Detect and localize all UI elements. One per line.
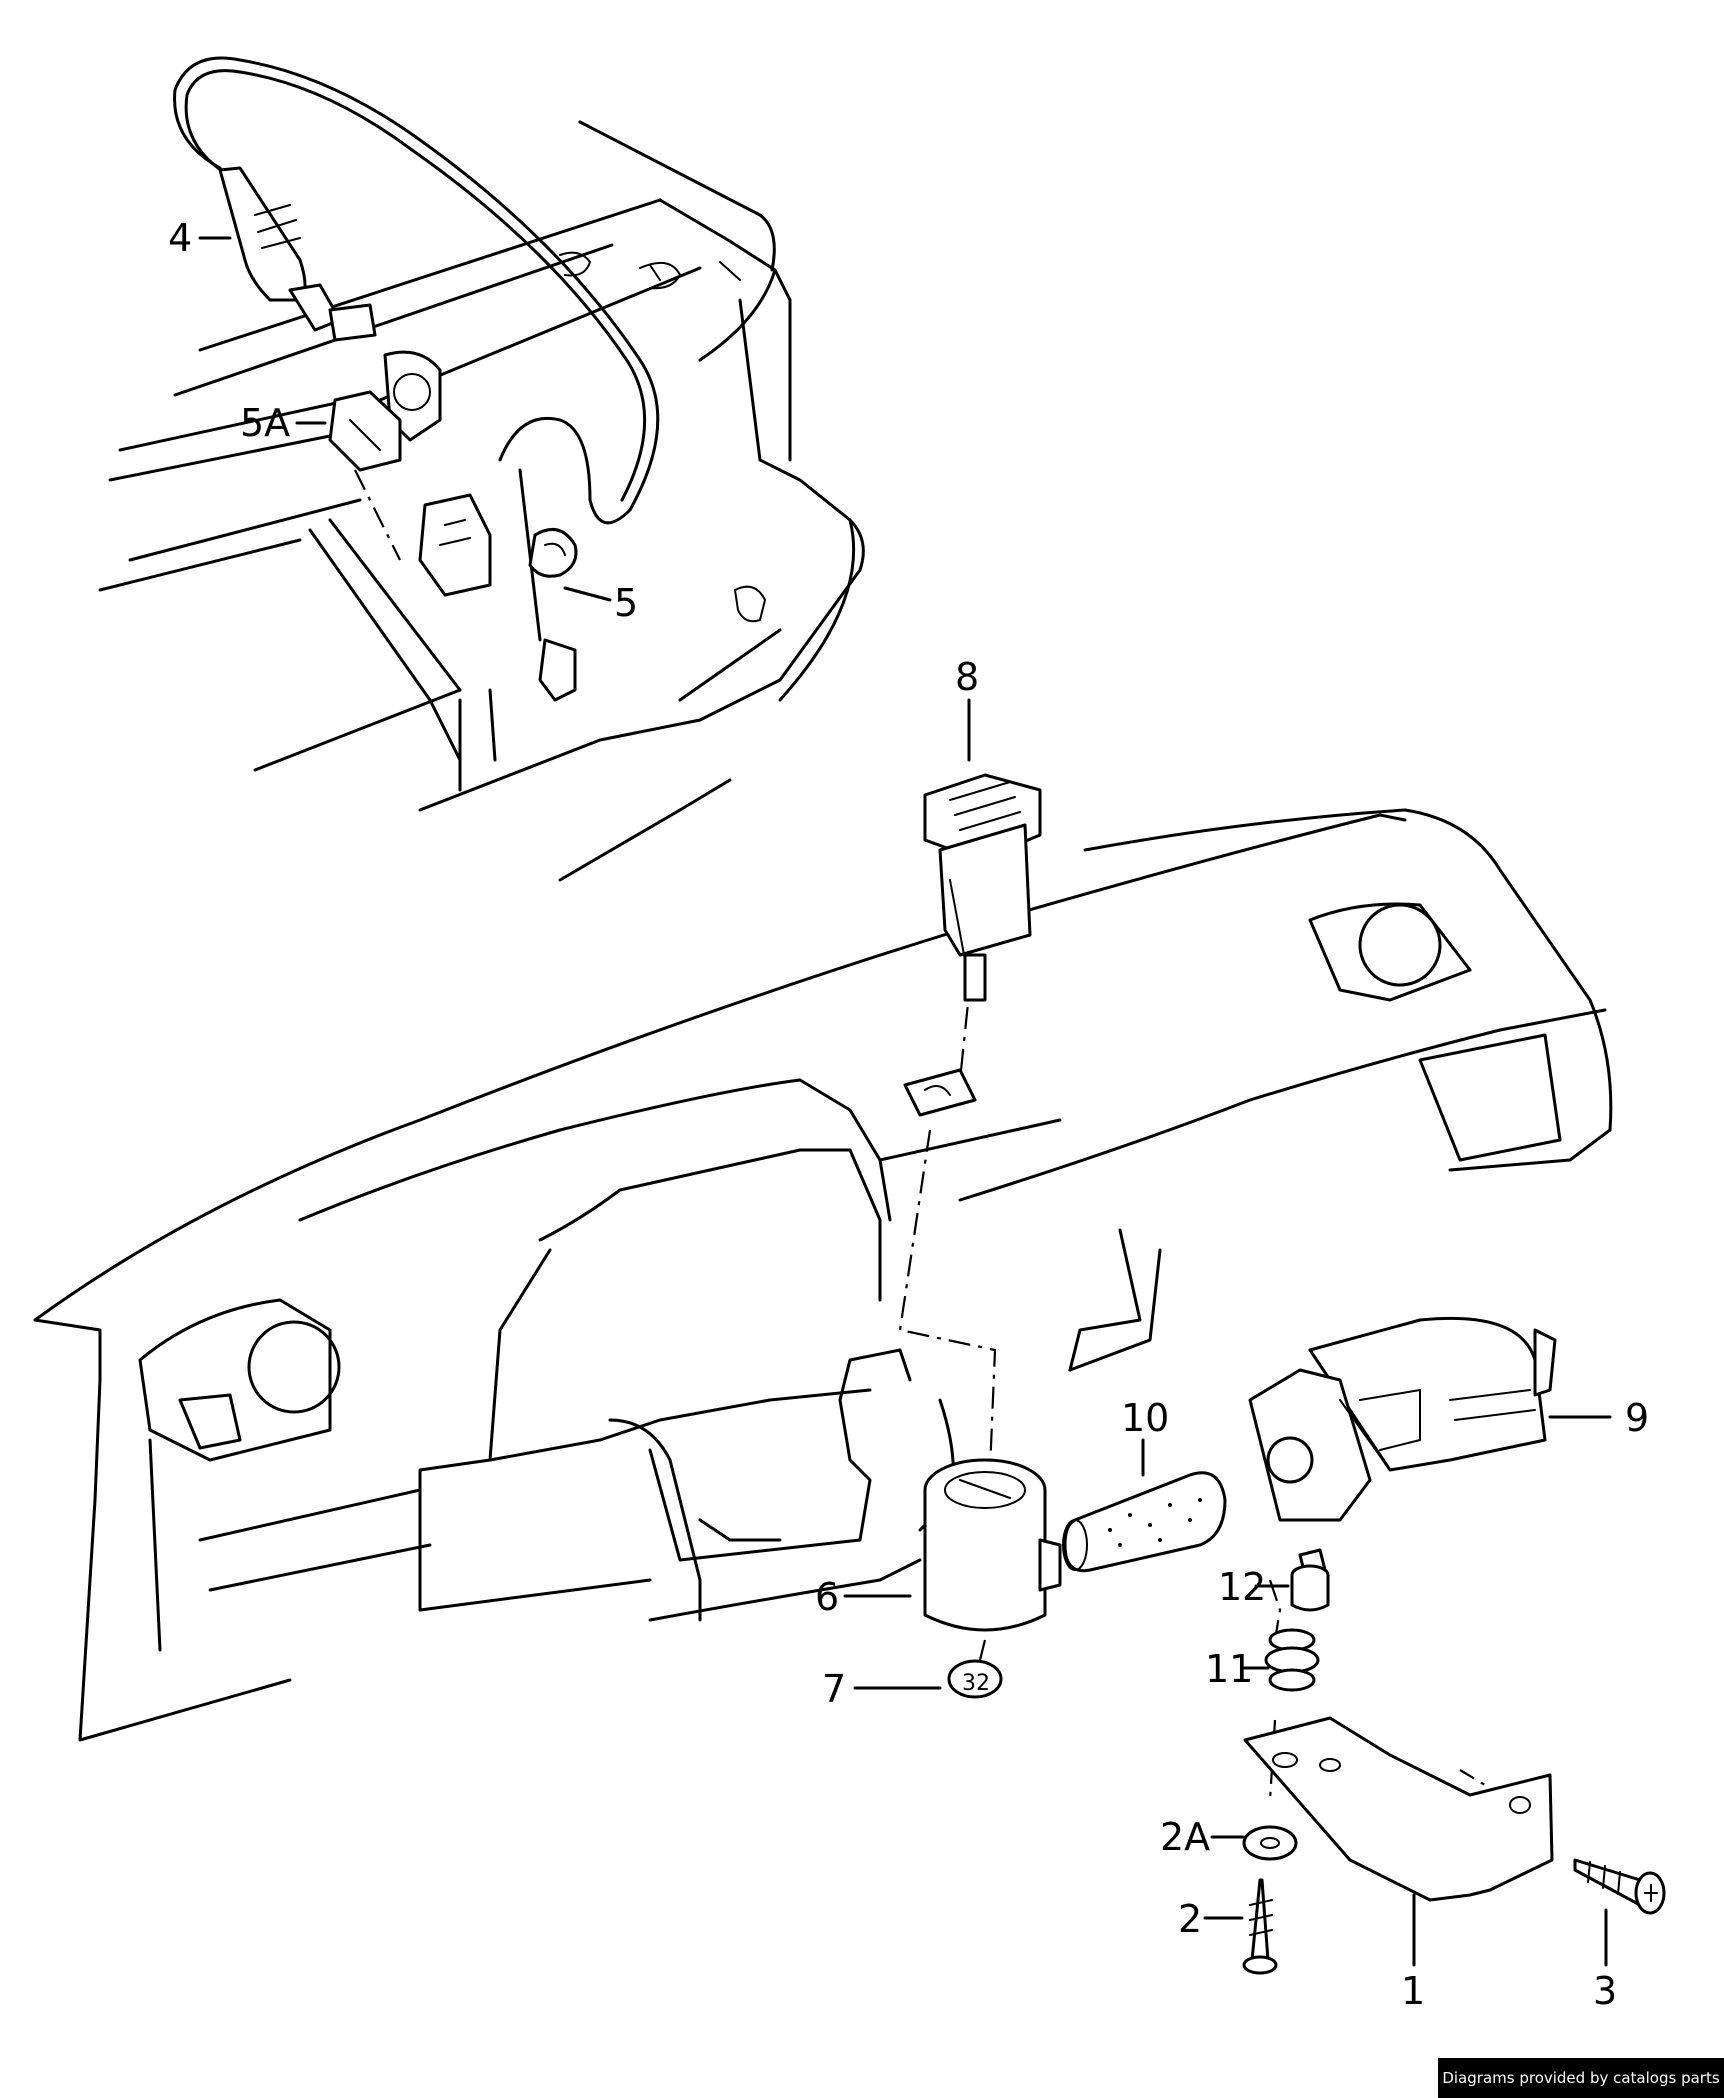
callout-7: 7	[822, 1667, 846, 1711]
part-9-actuator	[1248, 1316, 1557, 1577]
callout-3: 3	[1593, 1969, 1617, 2013]
callout-5: 5	[614, 581, 638, 625]
part-8-switch	[903, 773, 1042, 1117]
part-11-grommet	[1264, 1628, 1320, 1692]
part-2A-washer	[1242, 1825, 1298, 1861]
callout-2A: 2A	[1160, 1815, 1210, 1859]
callout-9: 9	[1625, 1396, 1649, 1440]
part-stamp-text: 32	[962, 1671, 990, 1696]
part-2-screw	[1242, 1878, 1278, 1975]
part-7-disc: 32	[947, 1659, 1003, 1699]
callout-8: 8	[955, 655, 979, 699]
callout-1: 1	[1401, 1969, 1425, 2013]
callout-leaders	[198, 236, 1612, 1967]
callout-4: 4	[168, 216, 192, 260]
callout-labels: 4 5A 5 8 9 10 6 7 12 11 2A 2 1 3	[168, 216, 1649, 2013]
callout-5A: 5A	[240, 401, 290, 445]
callout-12: 12	[1218, 1565, 1266, 1609]
part-12-bush	[1290, 1564, 1330, 1612]
callout-2: 2	[1178, 1897, 1202, 1941]
footer-credit-badge: Diagrams provided by catalogs parts	[1438, 2058, 1724, 2098]
callout-11: 11	[1205, 1647, 1253, 1691]
callout-10: 10	[1121, 1396, 1169, 1440]
part-3-screw	[1573, 1858, 1666, 1915]
part-6-socket	[923, 1458, 1062, 1632]
part-1-bracket	[1243, 1716, 1554, 1902]
callout-6: 6	[815, 1575, 839, 1619]
upper-detail-drawing	[98, 56, 865, 882]
part-10-element	[1062, 1471, 1227, 1573]
dashboard-drawing	[33, 808, 1613, 1801]
